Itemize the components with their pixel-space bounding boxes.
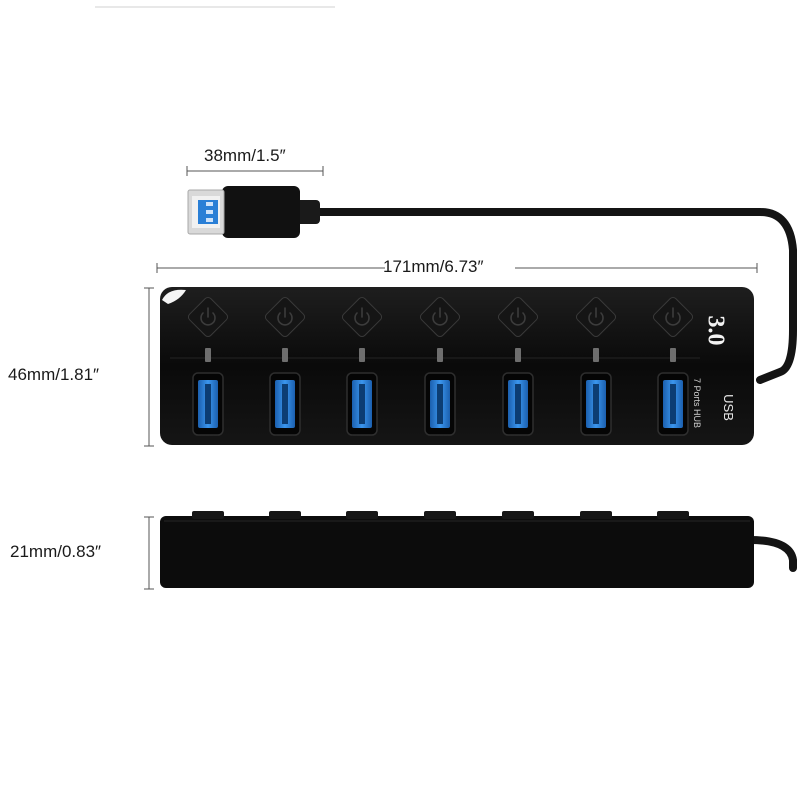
power-icon (200, 307, 216, 326)
plug-dimension-line (186, 166, 324, 176)
side-button (192, 511, 224, 519)
hub-port-group (341, 296, 383, 436)
hub-length-label: 171mm/6.73″ (383, 257, 484, 276)
usb3-port[interactable] (657, 372, 689, 436)
status-led (437, 348, 443, 362)
hub-width-dimension-line (144, 287, 154, 447)
hub-port-group (497, 296, 539, 436)
status-led (205, 348, 211, 362)
status-led (359, 348, 365, 362)
power-icon (510, 307, 526, 326)
power-icon (588, 307, 604, 326)
power-icon (354, 307, 370, 326)
power-icon (665, 307, 681, 326)
side-button (657, 511, 689, 519)
hub-port-group (264, 296, 306, 436)
status-led (515, 348, 521, 362)
side-button (502, 511, 534, 519)
usb3-port[interactable] (192, 372, 224, 436)
side-button (269, 511, 301, 519)
power-icon (432, 307, 448, 326)
plug-length-label: 38mm/1.5″ (204, 146, 286, 165)
top-faded-edge (95, 6, 335, 8)
side-button (580, 511, 612, 519)
hub-width-label: 46mm/1.81″ (8, 365, 100, 384)
side-button (346, 511, 378, 519)
side-button (424, 511, 456, 519)
usb3-port[interactable] (269, 372, 301, 436)
hub-length-dimension-line (156, 263, 758, 273)
status-led (282, 348, 288, 362)
power-icon (277, 307, 293, 326)
status-led (670, 348, 676, 362)
usb3-port[interactable] (502, 372, 534, 436)
usb3-port[interactable] (580, 372, 612, 436)
hub-height-label: 21mm/0.83″ (10, 542, 102, 561)
usb3-port[interactable] (424, 372, 456, 436)
status-led (593, 348, 599, 362)
hub-port-group (575, 296, 617, 436)
hub-port-group (652, 296, 694, 436)
hub-height-dimension-line (144, 516, 154, 590)
hub-port-group (187, 296, 229, 436)
hub-port-group (419, 296, 461, 436)
usb3-port[interactable] (346, 372, 378, 436)
